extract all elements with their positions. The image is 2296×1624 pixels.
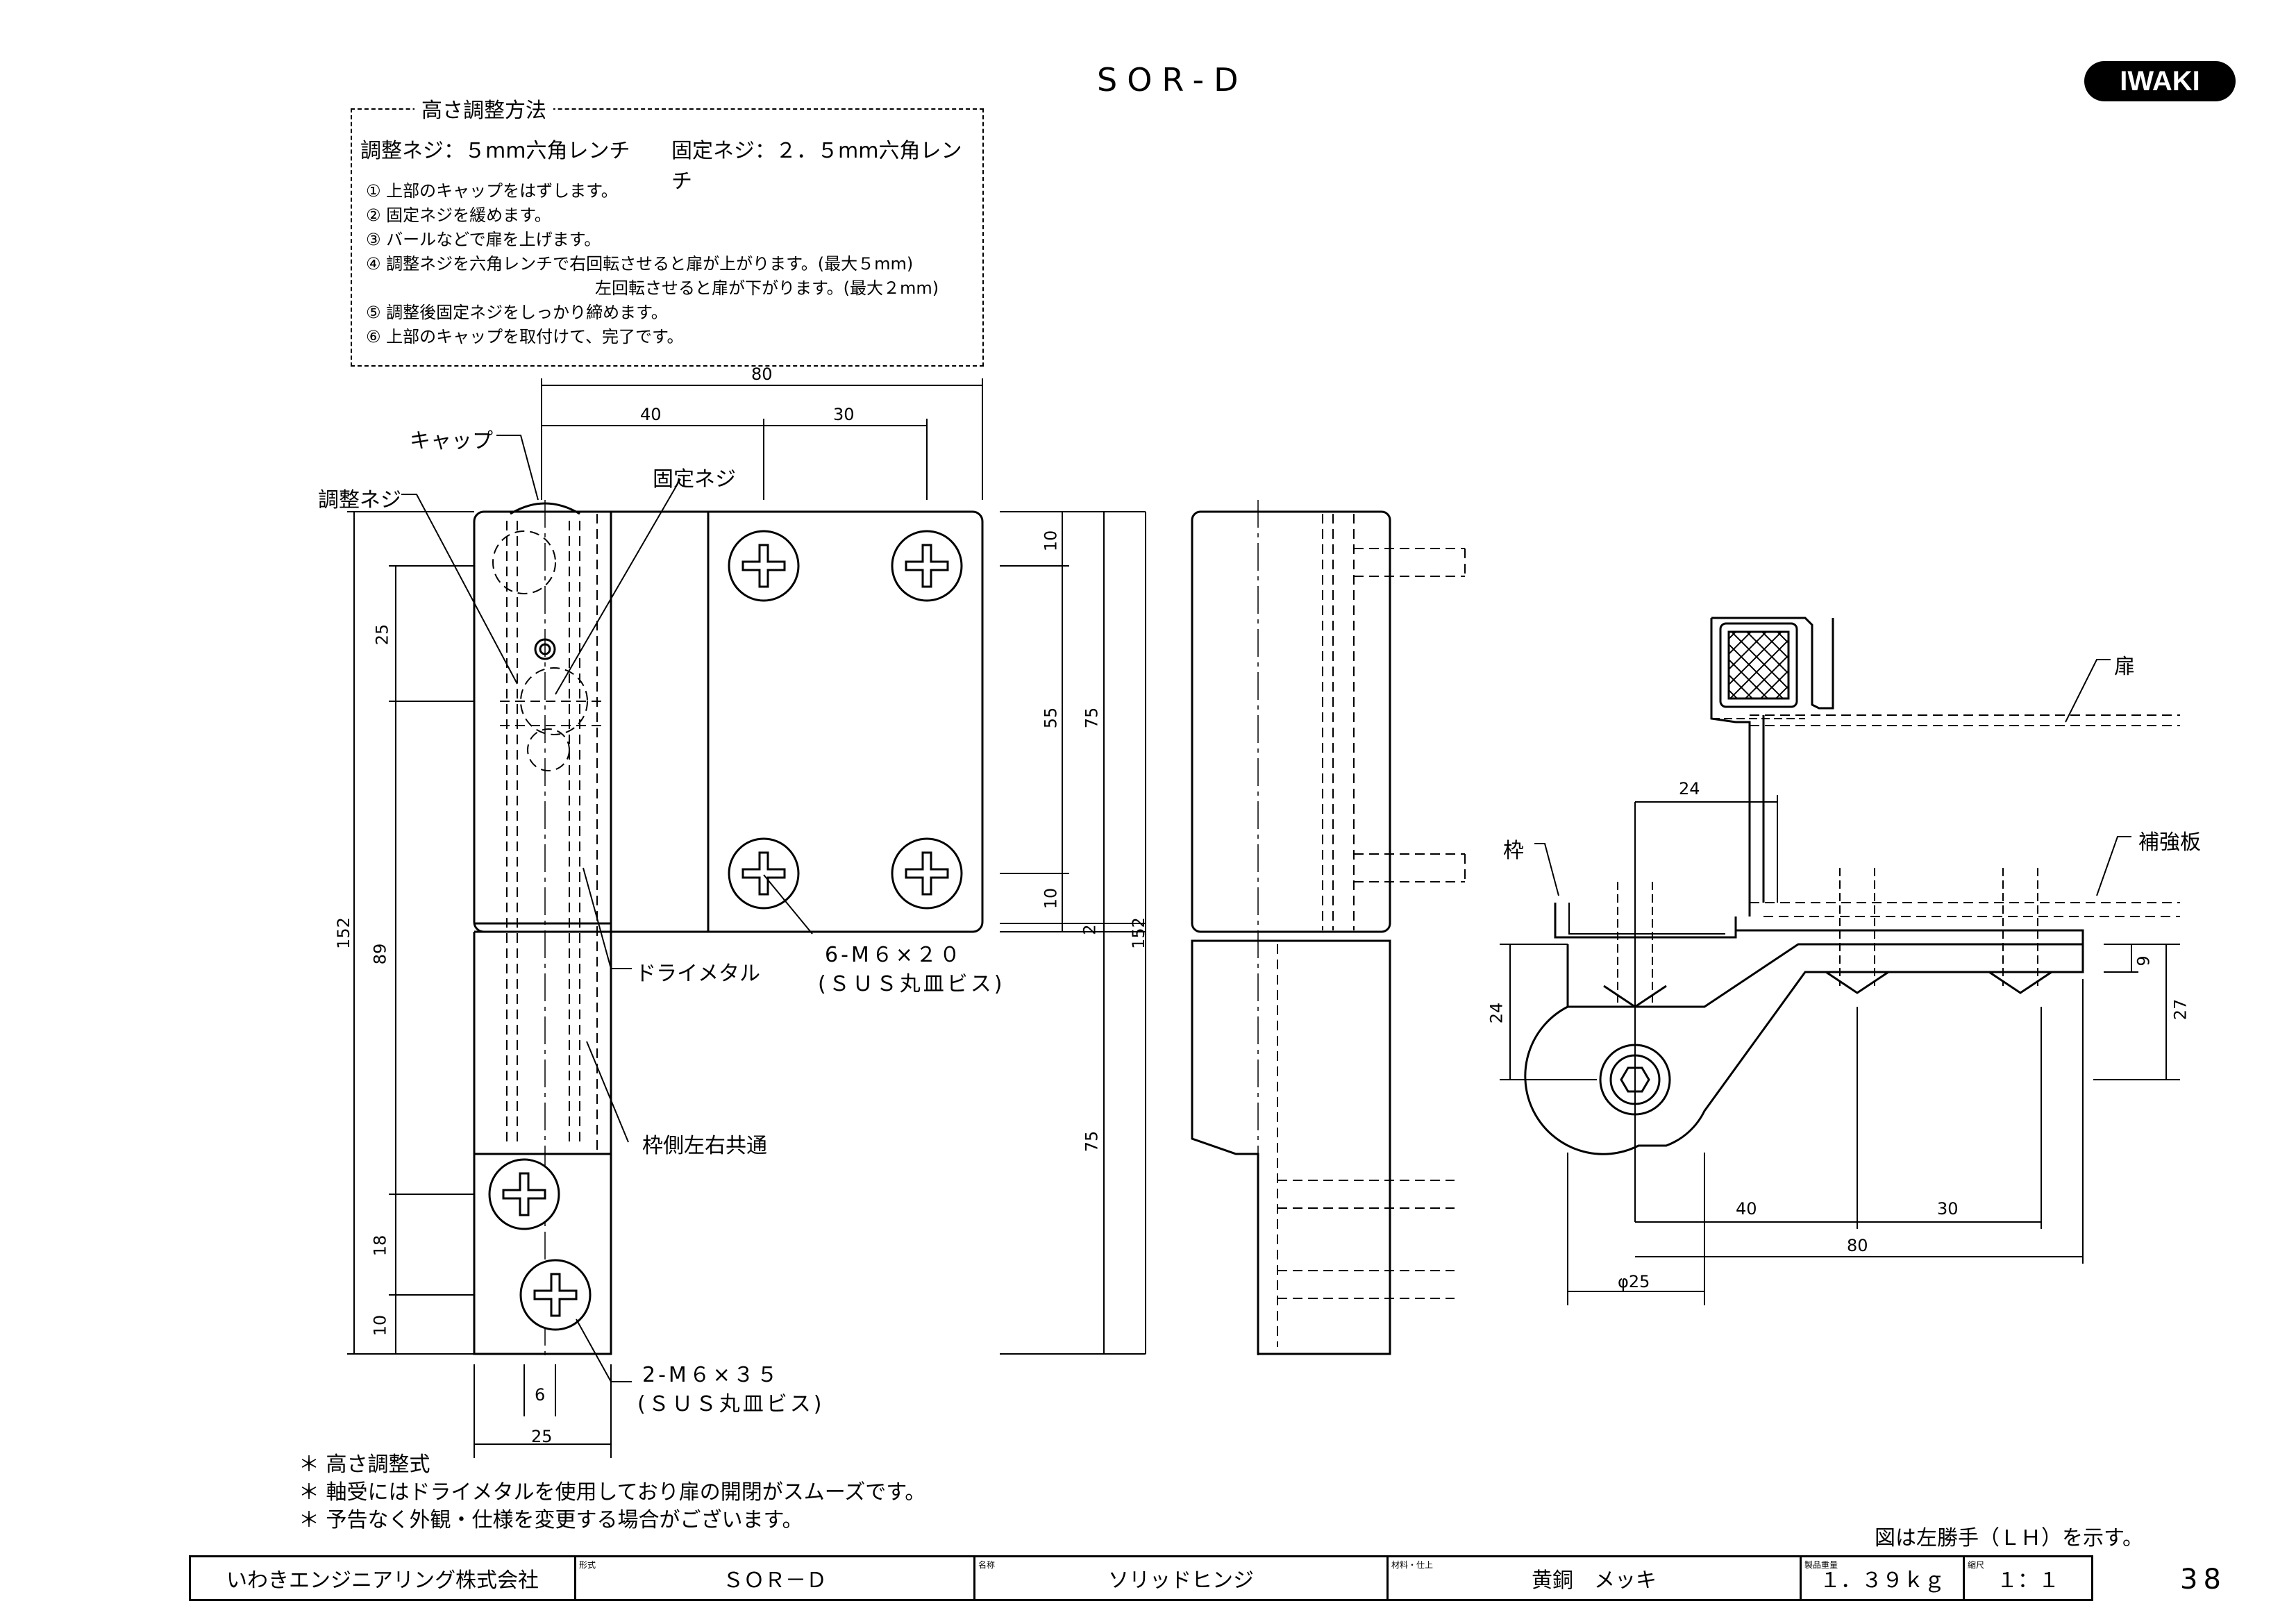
model-label: 形式 <box>579 1560 596 1570</box>
dim-40-plan: 40 <box>1736 1199 1757 1219</box>
label-dry-metal: ドライメタル <box>635 962 760 986</box>
weight-label: 製品重量 <box>1804 1560 1838 1570</box>
name-label: 名称 <box>978 1560 996 1570</box>
label-screw-6-type: (ＳＵＳ丸皿ビス) <box>818 972 1005 996</box>
title-block: いわきエンジニアリング株式会社 形式 ＳＯＲ－Ｄ 名称ソリッドヒンジ 材料・仕上黄… <box>189 1555 2093 1601</box>
dim-40-top: 40 <box>640 405 662 424</box>
dim-27-plan: 27 <box>2170 998 2190 1021</box>
front-view <box>473 500 984 1361</box>
company-cell: いわきエンジニアリング株式会社 <box>189 1555 576 1601</box>
note-1: ＊ 高さ調整式 <box>299 1453 430 1477</box>
note-3: ＊ 予告なく外観・仕様を変更する場合がございます。 <box>299 1508 803 1532</box>
dim-30-plan: 30 <box>1937 1199 1959 1219</box>
dim-25-bottom: 25 <box>531 1427 553 1446</box>
dim-24-plan-left: 24 <box>1486 1002 1507 1024</box>
company-name: いわきエンジニアリング株式会社 <box>226 1568 539 1593</box>
dim-152-side: 152 <box>1128 917 1148 949</box>
label-fix-screw: 固定ネジ <box>653 467 736 492</box>
scale-label: 縮尺 <box>1968 1560 1985 1570</box>
side-view <box>1191 500 1466 1361</box>
leader-lines <box>401 435 813 1382</box>
notes-list: ＊ 高さ調整式 ＊ 軸受にはドライメタルを使用しており扉の開閉がスムーズです。 … <box>299 1451 925 1534</box>
dim-phi25-plan: φ25 <box>1618 1272 1650 1291</box>
dim-75-side-top: 75 <box>1082 707 1102 729</box>
dim-2-side: 2 <box>1080 924 1100 935</box>
note-2: ＊ 軸受にはドライメタルを使用しており扉の開閉がスムーズです。 <box>299 1480 926 1505</box>
step-6: ⑥ 上部のキャップを取付けて、完了です。 <box>366 327 684 346</box>
scale-cell: 縮尺 １：１ <box>1963 1555 2093 1601</box>
step-5: ⑤ 調整後固定ネジをしっかり締めます。 <box>366 303 668 322</box>
dim-6-bottom: 6 <box>535 1385 546 1405</box>
dim-10-left: 10 <box>370 1314 390 1337</box>
step-2: ② 固定ネジを緩めます。 <box>366 206 551 225</box>
model-title: SOR-D <box>1097 61 1248 99</box>
dim-80-plan: 80 <box>1847 1236 1868 1255</box>
dim-18-left: 18 <box>370 1234 390 1257</box>
label-screw-2: 2-M６×３５ <box>642 1363 780 1387</box>
label-cap: キャップ <box>410 429 493 453</box>
height-adjustment-box: 高さ調整方法 調整ネジ：５mm六角レンチ 固定ネジ：２．５mm六角レンチ ① 上… <box>351 93 984 367</box>
model-cell: 形式 ＳＯＲ－Ｄ <box>574 1555 975 1601</box>
label-screw-6: 6-M６×２０ <box>825 943 963 967</box>
material-value: 黄銅 メッキ <box>1532 1568 1657 1593</box>
dim-89-left: 89 <box>370 943 390 965</box>
iwaki-logo: IWAKI <box>2084 61 2236 101</box>
adjustment-steps: ① 上部のキャップをはずします。 ② 固定ネジを緩めます。 ③ バールなどで扉を… <box>366 179 939 349</box>
dim-75-side-bottom: 75 <box>1082 1130 1102 1153</box>
scale-value: １：１ <box>1997 1568 2059 1593</box>
label-frame: 枠 <box>1503 839 1524 863</box>
left-hand-note: 図は左勝手（ＬＨ）を示す。 <box>1875 1526 2143 1550</box>
name-cell: 名称ソリッドヒンジ <box>973 1555 1389 1601</box>
page-number: 38 <box>2180 1564 2227 1596</box>
dim-24-plan-top: 24 <box>1679 779 1700 798</box>
plan-dimensions <box>1500 659 2180 1305</box>
step-3: ③ バールなどで扉を上げます。 <box>366 230 601 249</box>
label-reinforcement-plate: 補強板 <box>2138 830 2201 855</box>
adjustment-box-title: 高さ調整方法 <box>414 93 553 124</box>
weight-value: １．３９ｋｇ <box>1820 1568 1945 1593</box>
material-label: 材料・仕上 <box>1391 1560 1434 1570</box>
name-value: ソリッドヒンジ <box>1108 1568 1254 1593</box>
label-adjust-screw: 調整ネジ <box>318 488 401 512</box>
dim-10-side-bottom: 10 <box>1041 887 1061 910</box>
plan-view <box>1524 617 2180 1155</box>
adjust-screw-spec: 調整ネジ：５mm六角レンチ <box>360 139 630 163</box>
fix-screw-spec: 固定ネジ：２．５mm六角レンチ <box>671 139 962 194</box>
dim-80-top: 80 <box>751 365 773 384</box>
model-value: ＳＯＲ－Ｄ <box>723 1568 827 1593</box>
dim-25-left: 25 <box>372 623 392 646</box>
label-frame-common: 枠側左右共通 <box>642 1134 767 1158</box>
step-4-continued: 左回転させると扉が下がります。(最大２mm) <box>595 278 939 298</box>
dim-55-side: 55 <box>1041 707 1061 729</box>
dim-10-side-top: 10 <box>1041 530 1061 552</box>
step-1: ① 上部のキャップをはずします。 <box>366 181 618 201</box>
dim-30-top: 30 <box>833 405 855 424</box>
label-screw-2-type: (ＳＵＳ丸皿ビス) <box>637 1392 825 1416</box>
step-4: ④ 調整ネジを六角レンチで右回転させると扉が上がります。(最大５mm) <box>366 254 914 274</box>
front-dimensions <box>347 378 1146 1458</box>
dim-152-left: 152 <box>333 917 353 949</box>
label-door: 扉 <box>2114 655 2135 679</box>
material-cell: 材料・仕上黄銅 メッキ <box>1386 1555 1802 1601</box>
dim-9-plan: 9 <box>2134 955 2154 966</box>
